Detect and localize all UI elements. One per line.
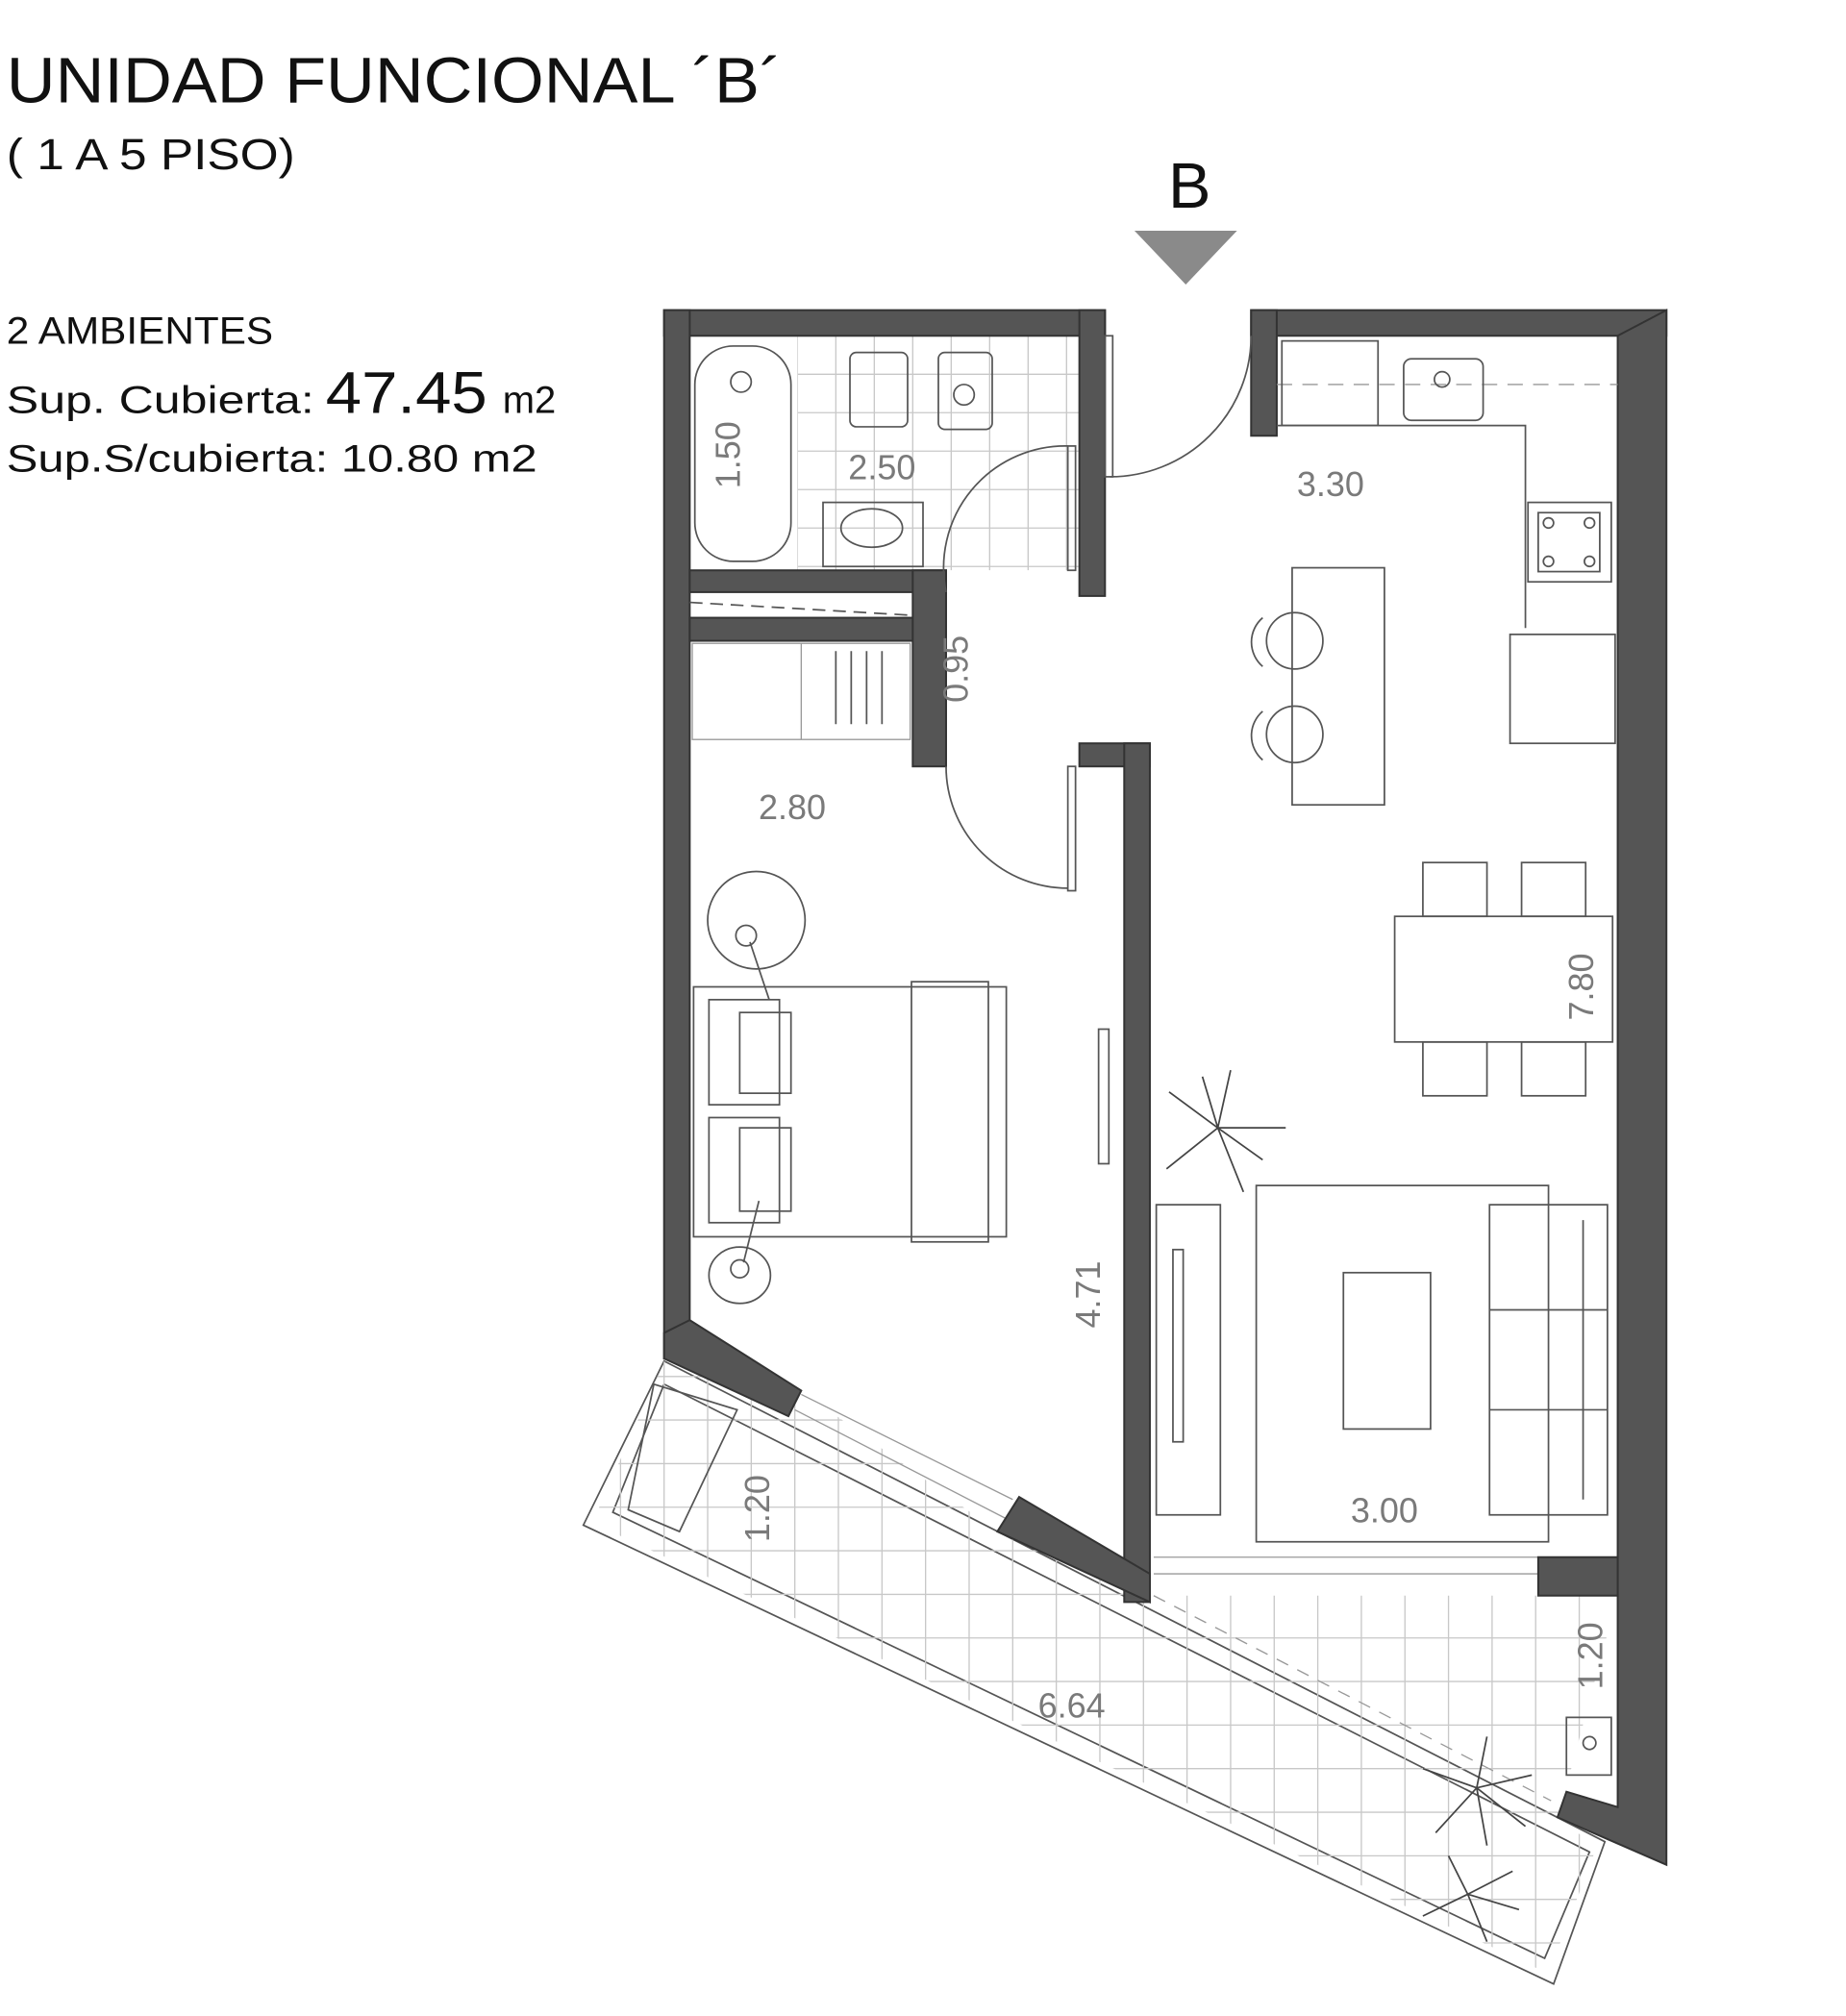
living-furniture [1155, 1069, 1609, 1543]
walls [662, 308, 1668, 1867]
rooms-count: 2 AMBIENTES [7, 310, 273, 352]
dimension-hall-width: 0.95 [936, 635, 976, 703]
dimension-bath-width: 2.50 [848, 448, 915, 487]
covered-area-value: 47.45 [326, 359, 487, 425]
covered-area-label: Sup. Cubierta: [7, 379, 314, 421]
fridge [1281, 339, 1380, 427]
page-title: UNIDAD FUNCIONAL ´B´ [7, 46, 783, 117]
page-subtitle: ( 1 A 5 PISO) [7, 130, 295, 179]
tv [1172, 1248, 1185, 1443]
stove-burners [1537, 511, 1601, 573]
drain [1565, 1716, 1612, 1777]
dimension-balcony-length: 6.64 [1038, 1685, 1106, 1725]
kitchen-sink [1403, 358, 1484, 422]
uncovered-area: Sup.S/cubierta: 10.80 m2 [7, 438, 537, 481]
bed [692, 985, 1008, 1238]
covered-area-unit: m2 [503, 379, 557, 421]
dimension-bedroom-length: 4.71 [1068, 1260, 1108, 1328]
doors [942, 335, 1253, 892]
tv-unit [1155, 1204, 1222, 1516]
rug [1255, 1184, 1550, 1543]
coffee-table [1342, 1271, 1432, 1431]
dimension-balcony-depth-left: 1.20 [737, 1475, 777, 1542]
dimension-balcony-depth-right: 1.20 [1571, 1622, 1610, 1689]
bedroom-furniture [692, 870, 1533, 1943]
balcony [582, 1359, 1618, 1985]
toilet [937, 351, 993, 431]
plant-icon [1165, 1069, 1286, 1193]
sofa [1488, 1204, 1609, 1516]
plant-icon [1422, 1736, 1533, 1943]
dimension-living-length: 7.80 [1561, 953, 1601, 1020]
dimension-bedroom-width: 2.80 [759, 787, 826, 827]
bidet [849, 351, 909, 428]
kitchen-island [1291, 566, 1385, 807]
bathroom-fixtures [689, 345, 993, 740]
kitchen [1250, 339, 1618, 807]
wardrobe-handle [1097, 1028, 1110, 1165]
washing-machine [1509, 634, 1616, 745]
section-marker-label: B [1168, 151, 1210, 222]
dimension-living-width: 3.00 [1351, 1491, 1418, 1531]
dining-table [1393, 861, 1614, 1097]
planter [627, 1382, 738, 1533]
lamp [707, 870, 807, 970]
stove [1527, 501, 1612, 584]
bathtub [693, 345, 792, 562]
dimension-kitchen-width: 3.30 [1297, 464, 1364, 504]
sink [822, 501, 924, 568]
section-marker-triangle [1134, 230, 1237, 285]
dimension-tub-length: 1.50 [708, 421, 747, 488]
